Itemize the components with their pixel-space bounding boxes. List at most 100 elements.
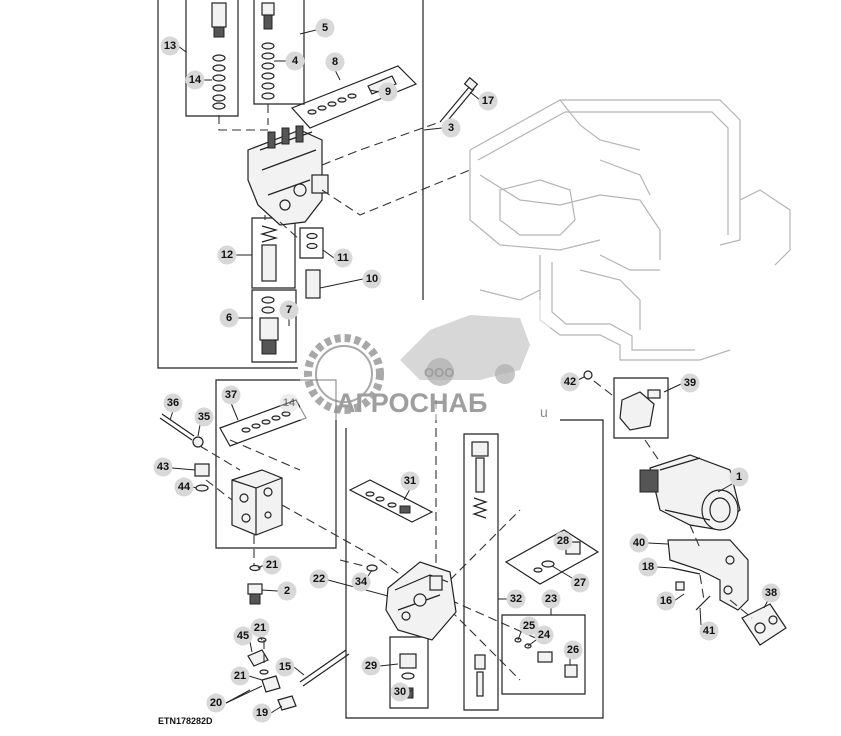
callout-circle xyxy=(570,573,590,593)
callout-number: 3 xyxy=(448,122,454,134)
callout-circle xyxy=(656,591,676,611)
callout-circle xyxy=(277,581,297,601)
fittings-25-26 xyxy=(514,637,578,678)
callout-32[interactable]: 32 xyxy=(506,589,526,609)
callout-circle xyxy=(219,308,239,328)
callout-number: 9 xyxy=(385,86,391,98)
callout-14[interactable]: 14 xyxy=(185,70,205,90)
callout-circle xyxy=(252,703,272,723)
seal-kit-31 xyxy=(365,491,411,514)
callout-number: 7 xyxy=(286,304,292,316)
callout-13[interactable]: 13 xyxy=(160,36,180,56)
callout-circle xyxy=(285,51,305,71)
callout-number: 36 xyxy=(167,397,179,409)
callout-23[interactable]: 23 xyxy=(541,589,561,609)
callout-19[interactable]: 19 xyxy=(252,703,272,723)
callout-number: 20 xyxy=(210,697,222,709)
callout-circle xyxy=(699,621,719,641)
callout-circle xyxy=(629,533,649,553)
callout-number: 19 xyxy=(256,707,268,719)
callout-circle xyxy=(638,557,658,577)
callout-circle xyxy=(221,385,241,405)
assembly-dash-lines-top xyxy=(218,104,471,241)
callout-17[interactable]: 17 xyxy=(478,91,498,111)
watermark-company-name: АГРОСНАБ xyxy=(336,388,487,418)
callout-number: 30 xyxy=(394,686,406,698)
callout-16[interactable]: 16 xyxy=(656,591,676,611)
spring-12 xyxy=(259,225,279,282)
leader-line-29 xyxy=(379,663,399,667)
callout-11[interactable]: 11 xyxy=(333,248,353,268)
callout-number: 12 xyxy=(221,249,233,261)
callout-39[interactable]: 39 xyxy=(680,373,700,393)
callout-7[interactable]: 7 xyxy=(279,300,299,320)
part-34 xyxy=(366,564,378,572)
callout-41[interactable]: 41 xyxy=(699,621,719,641)
callout-12[interactable]: 12 xyxy=(217,245,237,265)
callout-31[interactable]: 31 xyxy=(400,471,420,491)
callout-9[interactable]: 9 xyxy=(378,82,398,102)
valve-body xyxy=(247,125,329,226)
callout-circle xyxy=(361,656,381,676)
callout-29[interactable]: 29 xyxy=(361,656,381,676)
callout-6[interactable]: 6 xyxy=(219,308,239,328)
callout-44[interactable]: 44 xyxy=(174,477,194,497)
callout-labels: 1234567891011121314151617181920212223242… xyxy=(153,18,781,723)
callout-8[interactable]: 8 xyxy=(325,52,345,72)
callout-28[interactable]: 28 xyxy=(553,531,573,551)
callout-1[interactable]: 1 xyxy=(729,467,749,487)
callout-21[interactable]: 21 xyxy=(262,555,282,575)
leader-line-8 xyxy=(334,69,341,81)
callout-2[interactable]: 2 xyxy=(277,581,297,601)
callout-25[interactable]: 25 xyxy=(519,616,539,636)
callout-number: 26 xyxy=(567,644,579,656)
callout-4[interactable]: 4 xyxy=(285,51,305,71)
callout-number: 38 xyxy=(765,587,777,599)
callout-circle xyxy=(153,457,173,477)
leader-line-10 xyxy=(319,278,364,289)
callout-24[interactable]: 24 xyxy=(534,625,554,645)
callout-43[interactable]: 43 xyxy=(153,457,173,477)
callout-number: 41 xyxy=(703,625,715,637)
callout-10[interactable]: 10 xyxy=(362,269,382,289)
callout-number: 15 xyxy=(279,661,291,673)
callout-22[interactable]: 22 xyxy=(309,569,329,589)
valve-22-box xyxy=(345,419,604,719)
bolts-18-16-41 xyxy=(671,567,711,611)
callout-number: 37 xyxy=(225,389,237,401)
callout-14[interactable]: 14 xyxy=(279,393,299,413)
callout-circle xyxy=(163,393,183,413)
leader-line-15 xyxy=(293,666,305,676)
callout-42[interactable]: 42 xyxy=(560,372,580,392)
leader-line-30 xyxy=(408,689,413,693)
callout-circle xyxy=(333,248,353,268)
callout-36[interactable]: 36 xyxy=(163,393,183,413)
leader-line-9 xyxy=(369,89,380,93)
callout-26[interactable]: 26 xyxy=(563,640,583,660)
callout-37[interactable]: 37 xyxy=(221,385,241,405)
callout-30[interactable]: 30 xyxy=(390,682,410,702)
callout-40[interactable]: 40 xyxy=(629,533,649,553)
callout-15[interactable]: 15 xyxy=(275,657,295,677)
callout-circle xyxy=(400,471,420,491)
callout-34[interactable]: 34 xyxy=(351,572,371,592)
callout-38[interactable]: 38 xyxy=(761,583,781,603)
callout-45[interactable]: 45 xyxy=(233,626,253,646)
solenoid-39 xyxy=(583,370,669,439)
callout-5[interactable]: 5 xyxy=(315,18,335,38)
callout-27[interactable]: 27 xyxy=(570,573,590,593)
callout-18[interactable]: 18 xyxy=(638,557,658,577)
callout-20[interactable]: 20 xyxy=(206,693,226,713)
callout-number: 1 xyxy=(736,471,742,483)
callout-21[interactable]: 21 xyxy=(230,666,250,686)
callout-circle xyxy=(309,569,329,589)
callout-circle xyxy=(519,616,539,636)
callout-number: 35 xyxy=(198,411,210,423)
callout-number: 29 xyxy=(365,660,377,672)
callout-35[interactable]: 35 xyxy=(194,407,214,427)
callout-21[interactable]: 21 xyxy=(250,618,270,638)
callout-number: 44 xyxy=(178,481,191,493)
callout-circle xyxy=(315,18,335,38)
callout-3[interactable]: 3 xyxy=(441,118,461,138)
